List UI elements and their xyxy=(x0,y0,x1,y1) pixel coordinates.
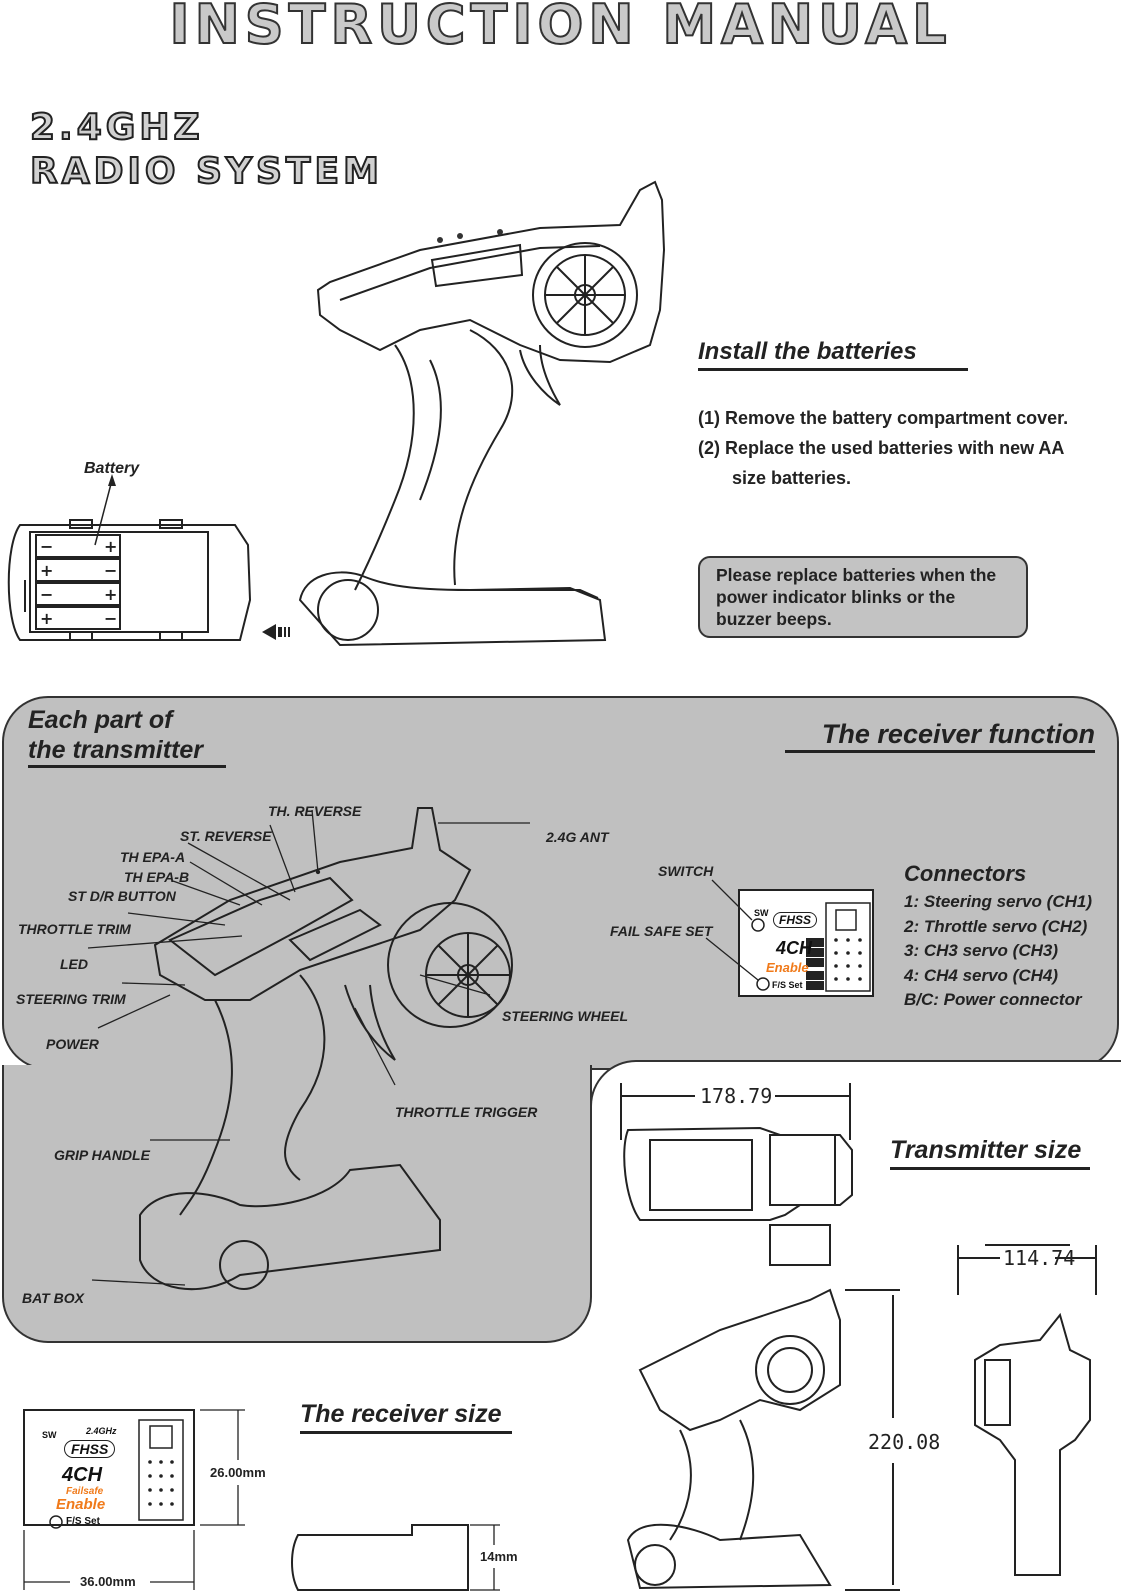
transmitter-width-dim: 178.79 xyxy=(700,1084,773,1108)
battery-step-2-cont: size batteries. xyxy=(732,468,852,488)
label-switch: SWITCH xyxy=(658,863,714,879)
transmitter-depth-dim: 114.74 xyxy=(1003,1246,1076,1270)
transmitter-parts-panel-lower xyxy=(2,1065,592,1343)
label-st-dr-button: ST D/R BUTTON xyxy=(68,888,176,904)
label-throttle-trim: THROTTLE TRIM xyxy=(18,921,131,937)
connectors-heading: Connectors xyxy=(904,861,1027,886)
receiver-size-fs-set-text: F/S Set xyxy=(66,1516,100,1527)
svg-text:+: + xyxy=(104,537,117,556)
battery-warning-note: Please replace batteries when the power … xyxy=(698,556,1028,638)
svg-text:+: + xyxy=(104,585,117,604)
transmitter-parts-panel xyxy=(2,696,1119,1070)
transmitter-parts-illustration xyxy=(87,807,874,1291)
receiver-fs-set-text: F/S Set xyxy=(772,980,803,990)
battery-step-1: (1) Remove the battery compartment cover… xyxy=(698,408,1069,428)
label-throttle-trigger: THROTTLE TRIGGER xyxy=(395,1104,538,1120)
parts-heading-line2: the transmitter xyxy=(28,735,226,768)
label-bat-box: BAT BOX xyxy=(22,1290,84,1306)
label-th-epa-a: TH EPA-A xyxy=(120,849,186,865)
transmitter-size-heading: Transmitter size xyxy=(890,1136,1090,1170)
label-2-4g-ant: 2.4G ANT xyxy=(546,829,609,845)
receiver-width-dim: 36.00mm xyxy=(80,1574,136,1589)
receiver-thickness-dim: 14mm xyxy=(480,1549,518,1564)
label-led: LED xyxy=(60,956,88,972)
receiver-size-enable-text: Enable xyxy=(56,1496,106,1513)
receiver-enable-text: Enable xyxy=(766,960,809,975)
svg-text:−: − xyxy=(40,585,53,604)
connector-bc: B/C: Power connector xyxy=(904,990,1082,1009)
label-grip-handle: GRIP HANDLE xyxy=(54,1147,150,1163)
label-th-reverse: TH. REVERSE xyxy=(268,803,362,819)
battery-step-2: (2) Replace the used batteries with new … xyxy=(698,438,1065,458)
svg-text:−: − xyxy=(40,537,53,556)
label-st-reverse: ST. REVERSE xyxy=(180,828,272,844)
label-steering-wheel: STEERING WHEEL xyxy=(502,1008,629,1024)
connector-3: 3: CH3 servo (CH3) xyxy=(904,941,1058,960)
svg-text:+: + xyxy=(40,609,53,628)
receiver-size-sw-text: SW xyxy=(42,1430,57,1440)
receiver-size-failsafe-text: Failsafe xyxy=(66,1486,104,1497)
connector-1: 1: Steering servo (CH1) xyxy=(904,892,1092,911)
system-title-line2: RADIO SYSTEM xyxy=(29,151,383,193)
battery-label: Battery xyxy=(84,460,140,477)
receiver-function-heading: The receiver function xyxy=(785,718,1095,753)
receiver-sw-text: SW xyxy=(754,908,769,918)
parts-heading-line1: Each part of xyxy=(28,706,173,734)
transmitter-height-dim: 220.08 xyxy=(868,1430,941,1454)
connector-2: 2: Throttle servo (CH2) xyxy=(904,916,1088,936)
label-power: POWER xyxy=(46,1036,99,1052)
receiver-height-dim: 26.00mm xyxy=(210,1465,266,1480)
system-title-line1: 2.4GHZ xyxy=(29,107,204,149)
install-batteries-heading: Install the batteries xyxy=(698,338,968,371)
transmitter-illustration-top: − + + − − + + − xyxy=(7,180,666,647)
receiver-size-band-text: 2.4GHz xyxy=(86,1426,117,1436)
svg-text:+: + xyxy=(40,561,53,580)
label-th-epa-b: TH EPA-B xyxy=(124,869,190,885)
receiver-size-4ch-text: 4CH xyxy=(62,1464,103,1486)
label-steering-trim: STEERING TRIM xyxy=(16,991,126,1007)
connector-4: 4: CH4 servo (CH4) xyxy=(904,965,1058,985)
receiver-fhss-badge: FHSS xyxy=(773,912,818,928)
svg-text:−: − xyxy=(104,609,117,628)
label-fail-safe-set: FAIL SAFE SET xyxy=(610,923,713,939)
receiver-size-fhss-badge: FHSS xyxy=(64,1440,116,1458)
receiver-size-heading: The receiver size xyxy=(300,1400,512,1434)
svg-text:−: − xyxy=(104,561,117,580)
manual-title: INSTRUCTION MANUAL xyxy=(168,0,952,56)
receiver-4ch-text: 4CH xyxy=(776,938,813,958)
